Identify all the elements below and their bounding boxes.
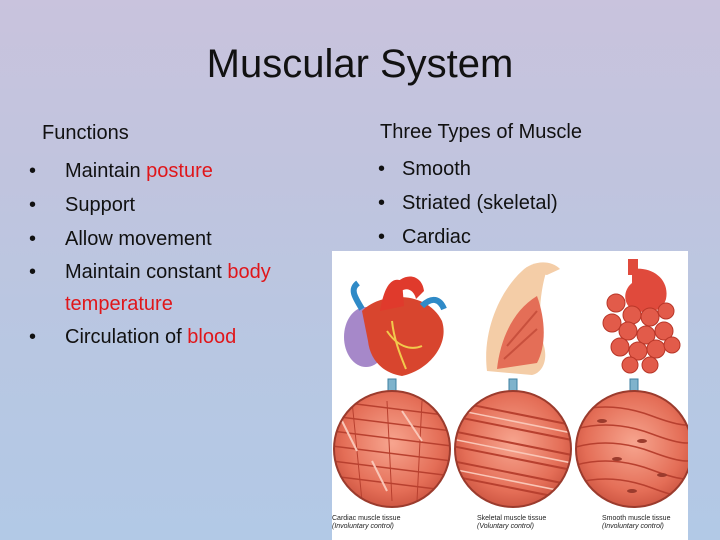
list-item: Maintain posture (29, 154, 319, 188)
cardiac-tissue-icon (333, 390, 451, 508)
muscle-types-illustration: Cardiac muscle tissue (Involuntary contr… (332, 251, 688, 540)
types-heading: Three Types of Muscle (380, 121, 582, 143)
functions-heading: Functions (42, 122, 129, 144)
item-text: Circulation of (65, 326, 188, 348)
list-item: Smooth (378, 152, 558, 186)
heart-icon (344, 276, 447, 376)
smooth-caption: Smooth muscle tissue (Involuntary contro… (602, 515, 670, 531)
caption-sub: (Involuntary control) (602, 523, 664, 530)
list-item: Maintain constant body temperature (29, 256, 319, 320)
item-highlight: blood (187, 326, 237, 348)
list-item: Circulation of blood (29, 320, 319, 354)
list-item: Allow movement (29, 222, 319, 256)
smooth-tissue-icon (575, 390, 688, 508)
caption-title: Cardiac muscle tissue (332, 515, 401, 522)
item-highlight: body temperature (65, 261, 271, 315)
item-highlight: posture (146, 160, 213, 182)
digestive-icon (602, 259, 681, 374)
slide-title: Muscular System (206, 42, 514, 86)
item-text: Maintain (65, 160, 147, 182)
arm-muscle-icon (486, 262, 560, 375)
item-text: Maintain constant (65, 261, 228, 283)
item-text: Allow movement (65, 228, 212, 250)
types-list: Smooth Striated (skeletal) Cardiac (378, 152, 558, 254)
caption-sub: (Voluntary control) (477, 523, 534, 530)
caption-title: Smooth muscle tissue (602, 515, 671, 522)
item-text: Support (65, 194, 136, 216)
muscle-illustration-svg (333, 259, 688, 508)
list-item: Support (29, 188, 319, 222)
skeletal-caption: Skeletal muscle tissue (Voluntary contro… (477, 515, 546, 531)
caption-title: Skeletal muscle tissue (477, 515, 547, 522)
list-item: Striated (skeletal) (378, 186, 558, 220)
skeletal-tissue-icon (454, 390, 572, 508)
caption-sub: (Involuntary control) (332, 523, 394, 530)
functions-list: Maintain posture Support Allow movement … (29, 154, 319, 354)
list-item: Cardiac (378, 220, 558, 254)
cardiac-caption: Cardiac muscle tissue (Involuntary contr… (332, 515, 400, 531)
